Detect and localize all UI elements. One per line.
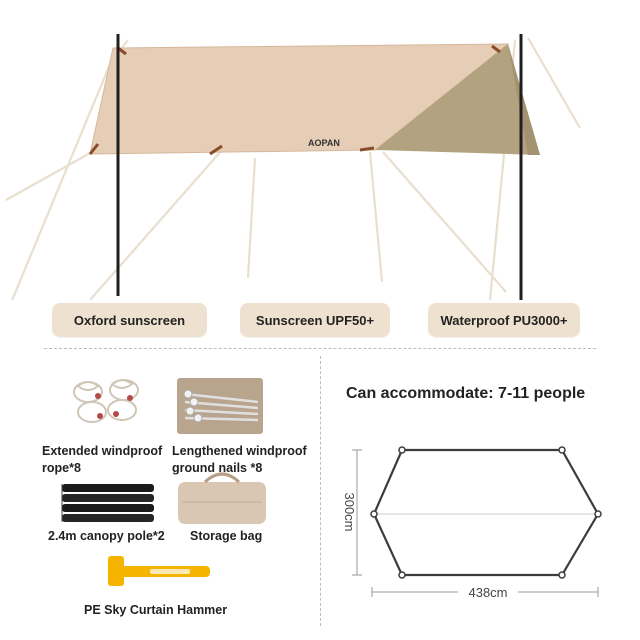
accessory-rope-label: Extended windproof rope*8 <box>42 444 163 475</box>
feature-label: Oxford sunscreen <box>73 312 186 328</box>
feature-waterproof: Waterproof PU3000+ <box>428 303 580 337</box>
feature-upf50: Sunscreen UPF50+ <box>240 303 390 337</box>
canopy-poles <box>116 34 523 300</box>
capacity-heading: Can accommodate: 7-11 people <box>346 385 586 402</box>
accessory-storage-bag-label: Storage bag <box>190 529 263 543</box>
feature-oxford-sunscreen: Oxford sunscreen <box>52 303 207 337</box>
accessory-canopy-pole-label: 2.4m canopy pole*2 <box>48 529 165 543</box>
corner-points <box>370 446 602 579</box>
rope-icon <box>73 379 139 423</box>
length-dimension-label: 438cm <box>468 585 507 600</box>
accessory-ground-nails-label: Lengthened windproof ground nails *8 <box>172 444 307 475</box>
horizontal-divider <box>44 348 596 349</box>
brand-logo: AOPAN <box>308 138 340 148</box>
storage-bag-icon <box>178 472 266 524</box>
accessory-hammer-label: PE Sky Curtain Hammer <box>84 603 228 617</box>
width-dimension-label: 300cm <box>342 492 357 531</box>
canopy-illustration: AOPAN <box>5 34 581 300</box>
floor-plan-diagram: 300cm 438cm <box>342 446 602 601</box>
accessories-illustrations <box>61 378 266 586</box>
canopy-pole-icon <box>61 484 154 522</box>
ground-nails-icon <box>177 378 263 434</box>
hammer-icon <box>108 556 210 586</box>
tarp-outline <box>372 448 600 577</box>
feature-label: Waterproof PU3000+ <box>440 312 568 328</box>
vertical-divider <box>320 356 321 626</box>
width-dimension-line <box>352 449 362 576</box>
guy-ropes <box>5 37 581 300</box>
canopy-side <box>375 44 540 155</box>
feature-label: Sunscreen UPF50+ <box>255 312 375 328</box>
canopy-trim <box>88 44 501 156</box>
